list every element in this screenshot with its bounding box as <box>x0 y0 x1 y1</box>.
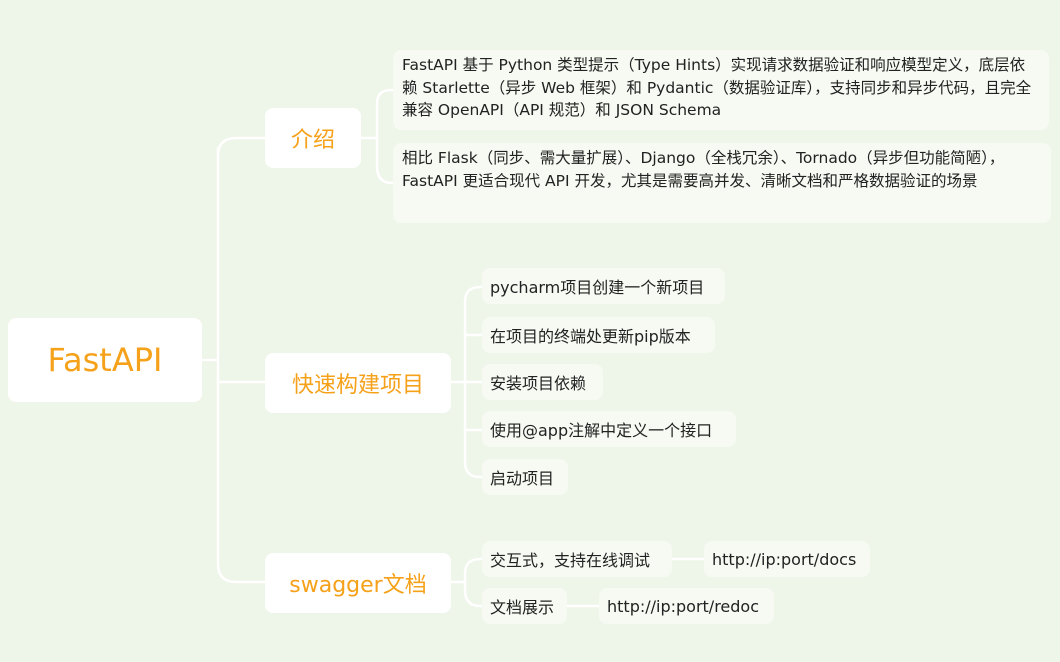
intro-paragraph-2[interactable]: 相比 Flask（同步、需大量扩展）、Django（全栈冗余）、Tornado（… <box>393 143 1051 223</box>
step-install-deps[interactable]: 安装项目依赖 <box>482 364 603 400</box>
step-start-project[interactable]: 启动项目 <box>482 459 568 495</box>
swagger-docs-url[interactable]: http://ip:port/docs <box>704 541 870 577</box>
swagger-redoc-url[interactable]: http://ip:port/redoc <box>599 588 774 624</box>
branch-swagger[interactable]: swagger文档 <box>265 553 451 613</box>
swagger-display[interactable]: 文档展示 <box>482 588 567 624</box>
step-update-pip[interactable]: 在项目的终端处更新pip版本 <box>482 317 715 353</box>
swagger-interactive[interactable]: 交互式，支持在线调试 <box>482 541 672 577</box>
root-node[interactable]: FastAPI <box>8 318 202 402</box>
step-create-project[interactable]: pycharm项目创建一个新项目 <box>482 268 725 304</box>
intro-paragraph-1[interactable]: FastAPI 基于 Python 类型提示（Type Hints）实现请求数据… <box>393 50 1049 130</box>
branch-intro[interactable]: 介绍 <box>265 108 361 168</box>
branch-quickstart[interactable]: 快速构建项目 <box>265 353 451 413</box>
step-define-endpoint[interactable]: 使用@app注解中定义一个接口 <box>482 411 736 447</box>
